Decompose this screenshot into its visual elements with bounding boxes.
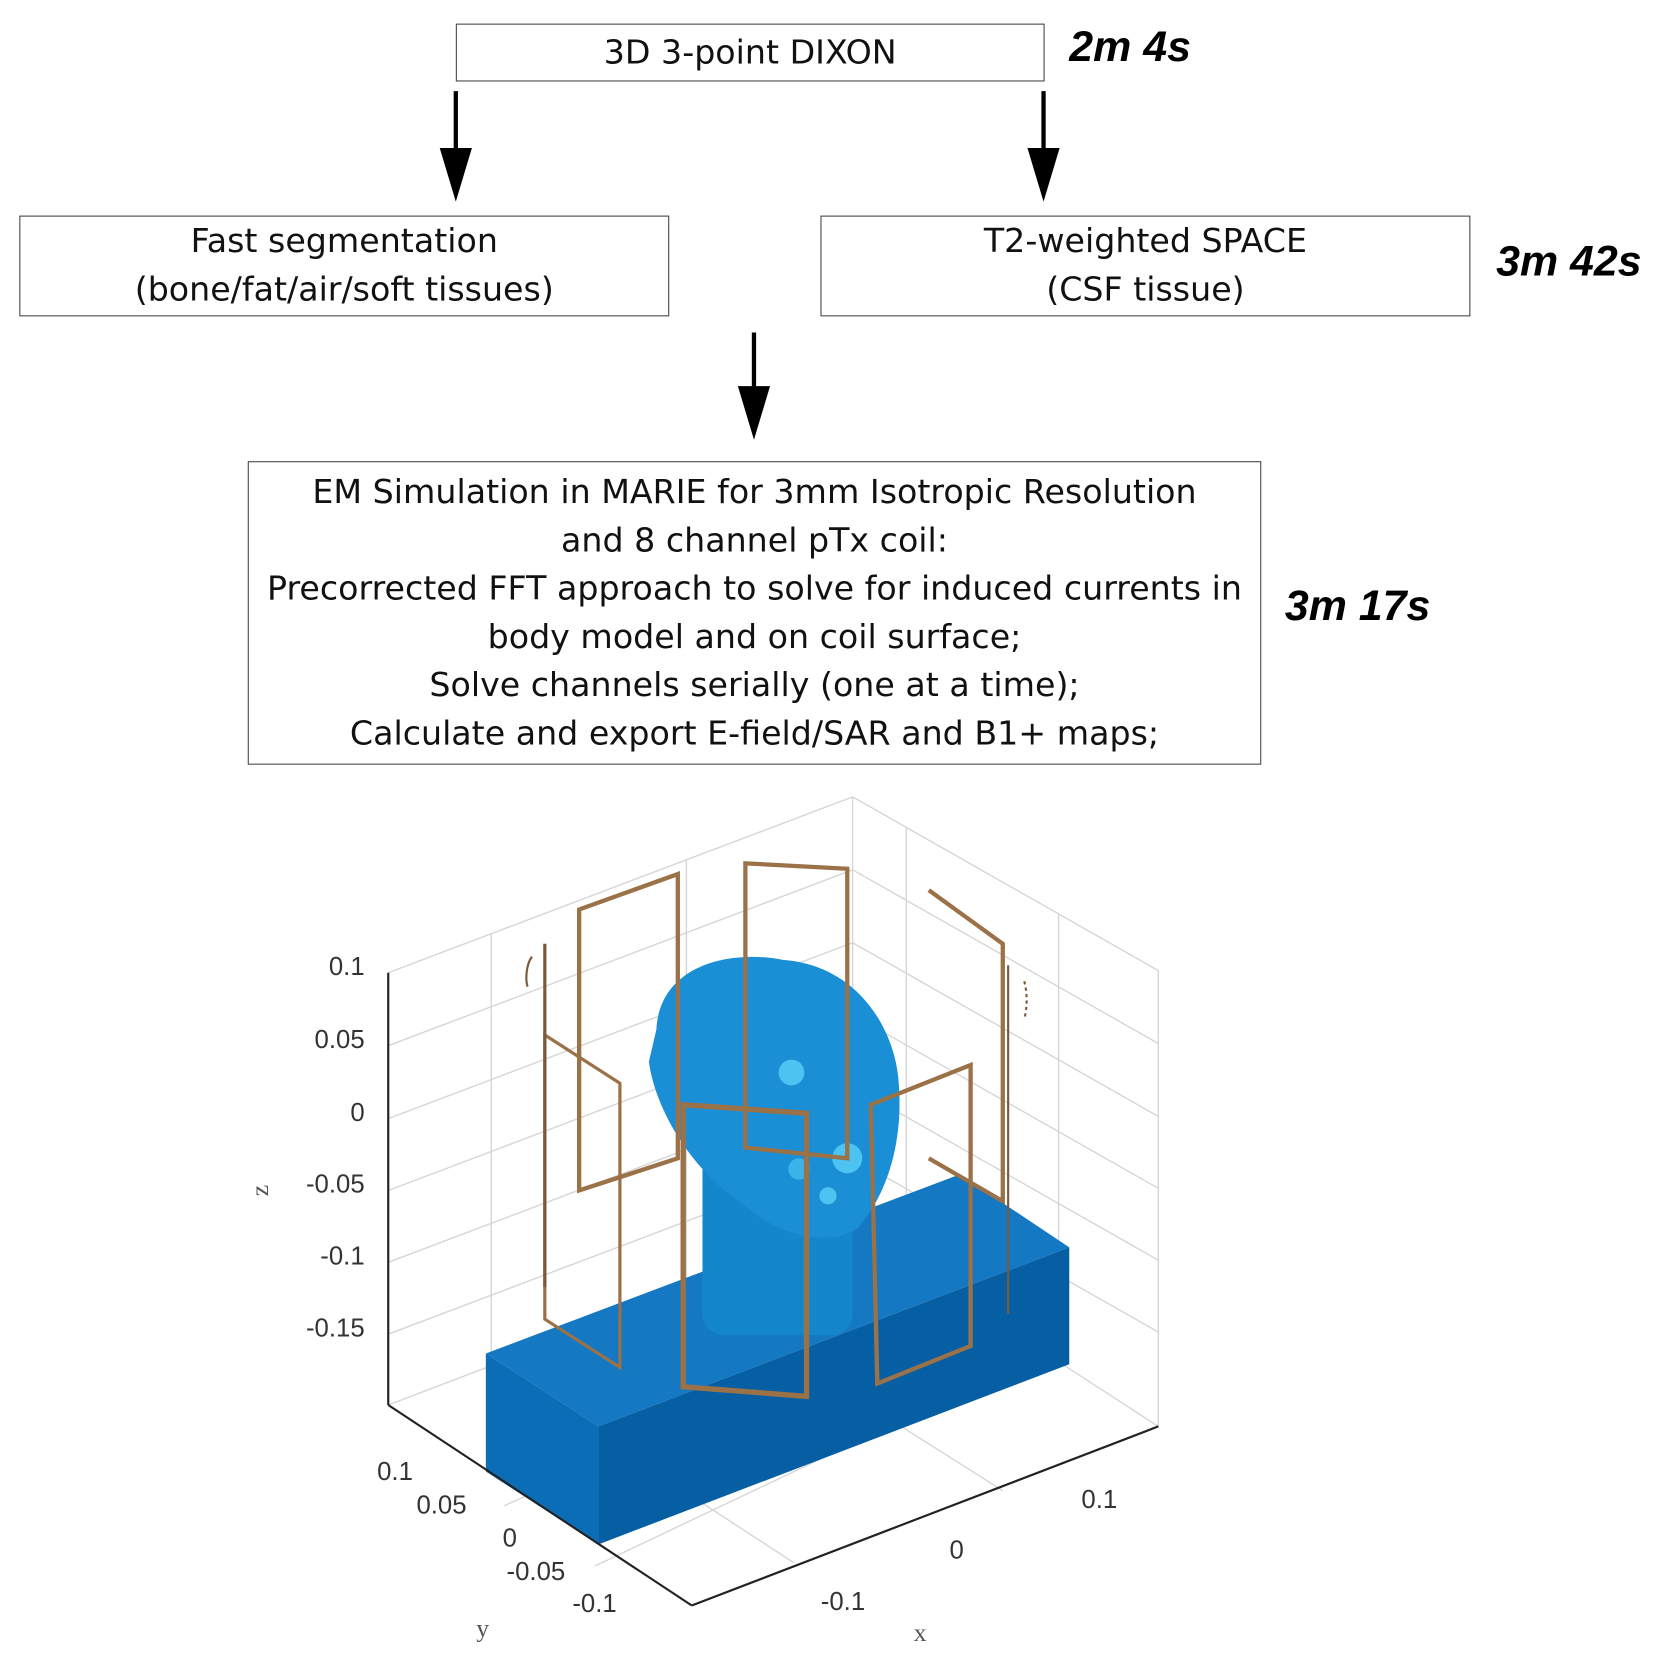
arrow-dixon-to-segmentation [439, 91, 472, 202]
simulation-line: EM Simulation in MARIE for 3mm Isotropic… [312, 472, 1197, 512]
y-tick: -0.1 [572, 1590, 616, 1618]
head-model [648, 956, 900, 1336]
y-tick-labels: 0.1 0.05 0 -0.05 -0.1 [377, 1458, 617, 1618]
x-axis-label: x [914, 1618, 927, 1647]
dixon-box: 3D 3-point DIXON [455, 23, 1045, 82]
simulation-line: Precorrected FFT approach to solve for i… [267, 568, 1242, 608]
arrow-to-simulation [737, 332, 771, 440]
simulation-line: Calculate and export E-field/SAR and B1+… [349, 713, 1160, 753]
z-tick: 0.1 [329, 953, 365, 981]
z-tick-labels: 0.1 0.05 0 -0.05 -0.1 -0.15 [306, 953, 365, 1342]
x-tick: -0.1 [821, 1588, 865, 1616]
block-side [598, 1247, 1070, 1545]
segmentation-line: Fast segmentation [190, 222, 498, 261]
segmentation-line: (bone/fat/air/soft tissues) [134, 270, 554, 309]
dixon-time: 2m 4s [1069, 23, 1191, 71]
space-line: T2-weighted SPACE [983, 222, 1307, 261]
y-tick: 0 [503, 1525, 517, 1553]
dixon-label: 3D 3-point DIXON [603, 32, 897, 72]
x-tick: 0.1 [1081, 1486, 1117, 1514]
simulation-line: and 8 channel pTx coil: [561, 520, 948, 560]
space-line: (CSF tissue) [1046, 270, 1245, 309]
z-tick: -0.05 [306, 1171, 365, 1199]
simulation-line: Solve channels serially (one at a time); [429, 665, 1080, 705]
x-tick-labels: -0.1 0 0.1 [821, 1486, 1117, 1616]
y-tick: 0.1 [377, 1458, 413, 1486]
space-box: T2-weighted SPACE (CSF tissue) [820, 215, 1471, 317]
z-axis-label: z [245, 1185, 274, 1196]
z-tick: 0 [350, 1099, 364, 1127]
simulation-time: 3m 17s [1284, 582, 1431, 630]
segmentation-box: Fast segmentation (bone/fat/air/soft tis… [19, 215, 670, 317]
x-tick: 0 [950, 1536, 964, 1564]
plot-3d: 0.1 0.05 0 -0.05 -0.1 -0.15 0.1 0.05 0 -… [245, 796, 1159, 1647]
block-front [485, 1353, 599, 1545]
coil-elements [525, 861, 1028, 1400]
simulation-line: body model and on coil surface; [487, 617, 1022, 656]
z-tick: -0.15 [306, 1314, 365, 1342]
z-tick: -0.1 [320, 1242, 364, 1270]
simulation-box: EM Simulation in MARIE for 3mm Isotropic… [247, 461, 1262, 765]
arrow-dixon-to-space [1027, 91, 1060, 202]
y-axis-label: y [476, 1614, 489, 1643]
z-tick: 0.05 [315, 1026, 365, 1054]
axes [387, 972, 1159, 1607]
y-tick: -0.05 [507, 1558, 566, 1586]
y-tick: 0.05 [416, 1491, 466, 1519]
space-time: 3m 42s [1496, 238, 1642, 286]
